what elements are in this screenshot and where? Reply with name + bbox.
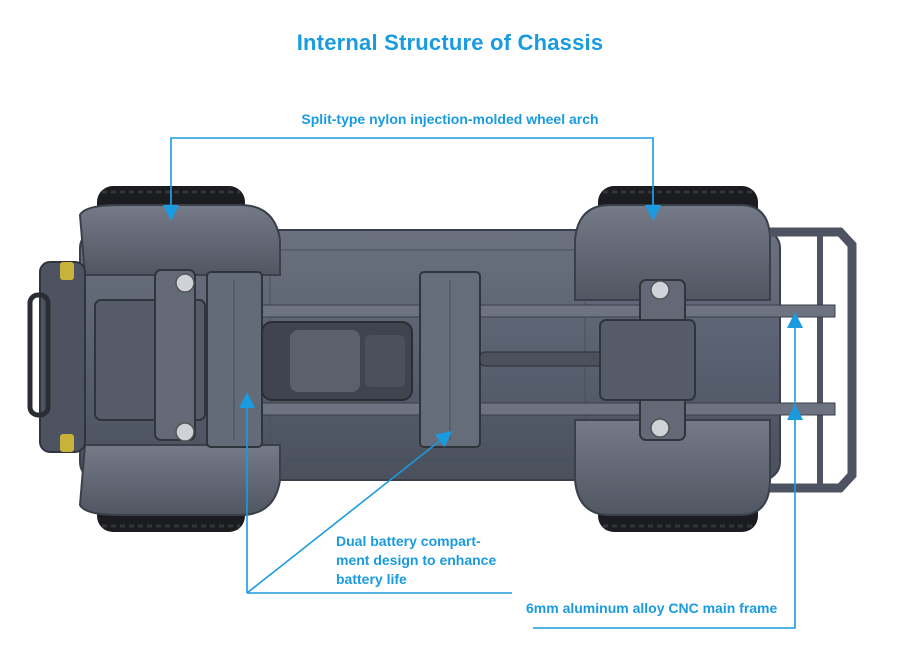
callout-main-frame-label: 6mm aluminum alloy CNC main frame	[526, 600, 778, 616]
callout-main-frame-lines	[533, 312, 803, 629]
callout-battery-lines	[239, 392, 512, 594]
front-axle-assembly	[94, 269, 206, 442]
battery-compartment-center	[419, 271, 481, 448]
rear-wheel-arch-top	[574, 204, 771, 301]
callout-battery-label: Dual battery compart- ment design to enh…	[336, 533, 497, 587]
main-frame-rails	[254, 304, 836, 416]
front-wheel-arch-bottom	[78, 444, 281, 516]
rear-wheel-arch-bottom	[574, 419, 771, 516]
battery-compartment-front	[206, 271, 263, 448]
rear-axle-assembly	[599, 279, 696, 441]
motor-gearbox	[261, 321, 413, 401]
callout-wheel-arch-lines	[163, 137, 661, 221]
rear-frame-extension	[770, 227, 857, 493]
diagram-title: Internal Structure of Chassis	[296, 30, 604, 55]
front-wheel-arch-top	[78, 204, 281, 276]
callout-wheel-arch-label: Split-type nylon injection-molded wheel …	[301, 111, 599, 127]
front-bumper	[27, 261, 86, 453]
